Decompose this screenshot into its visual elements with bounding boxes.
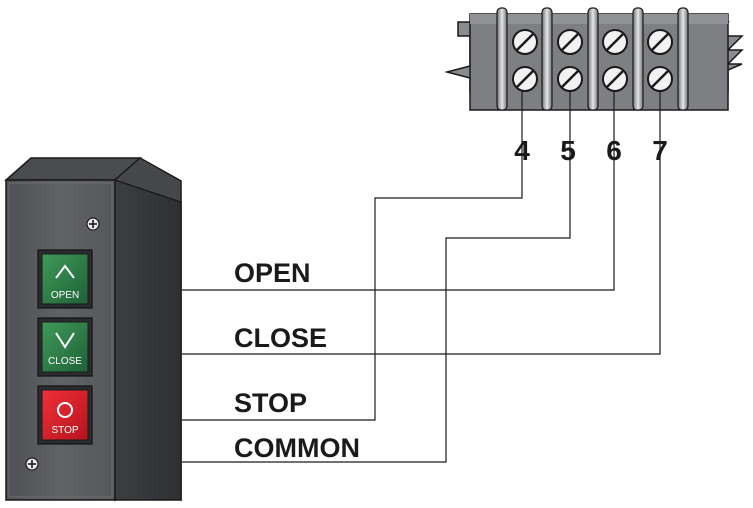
wire-stop: [182, 90, 523, 421]
wire-common: [182, 90, 571, 463]
screw-icon: [602, 29, 628, 92]
up-arrow-icon: [55, 264, 75, 279]
close-button-label: CLOSE: [48, 356, 82, 367]
terminal-strip: 4 5 6 7: [444, 7, 744, 166]
screw-icon: [557, 29, 583, 92]
wires: [182, 90, 661, 463]
wire-open: [182, 90, 615, 291]
separator-bars: [496, 7, 689, 111]
control-station-box: OPEN CLOSE STOP: [4, 157, 182, 502]
phillips-screw-icon: [25, 457, 39, 471]
terminal-number-5: 5: [560, 135, 576, 166]
label-open: OPEN: [234, 258, 311, 288]
label-common: COMMON: [234, 433, 360, 463]
label-stop: STOP: [234, 388, 307, 418]
screw-icon: [647, 29, 673, 92]
screw-icon: [512, 29, 538, 92]
terminal-numbers: 4 5 6 7: [514, 135, 668, 166]
close-pushbutton[interactable]: CLOSE: [37, 317, 93, 377]
label-close: CLOSE: [234, 323, 327, 353]
down-arrow-icon: [55, 332, 75, 349]
stop-circle-icon: [57, 402, 73, 418]
phillips-screw-icon: [86, 217, 100, 231]
stop-button-label: STOP: [51, 425, 78, 436]
open-button-label: OPEN: [51, 290, 79, 301]
open-pushbutton[interactable]: OPEN: [37, 249, 93, 309]
wire-labels: OPEN CLOSE STOP COMMON: [234, 258, 360, 463]
wire-close: [182, 90, 661, 355]
terminal-screws: [512, 29, 673, 92]
stop-pushbutton[interactable]: STOP: [37, 385, 93, 445]
terminal-block-body: [469, 13, 729, 111]
